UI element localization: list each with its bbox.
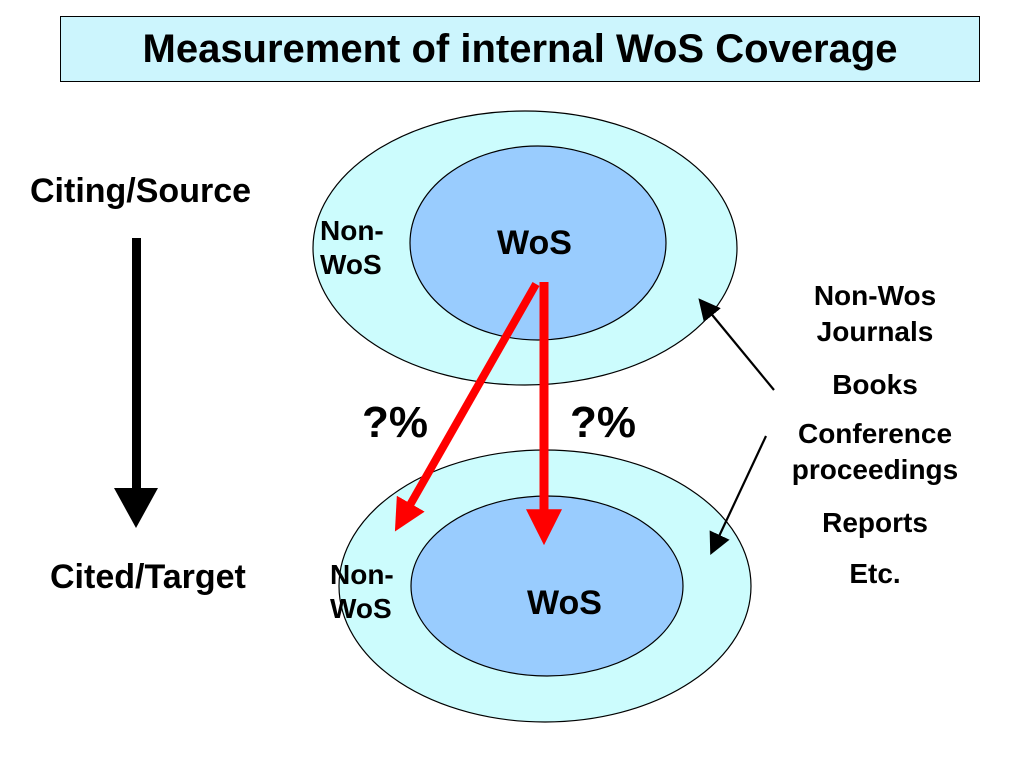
cited-target-label: Cited/Target — [50, 558, 246, 596]
target-non-wos-label: Non- WoS — [330, 558, 394, 626]
source-non-wos-label: Non- WoS — [320, 214, 384, 282]
title-box: Measurement of internal WoS Coverage — [60, 16, 980, 82]
source-non-wos-line1: Non- — [320, 215, 384, 246]
non-wos-examples-list: Non-Wos Journals Books Conference procee… — [770, 278, 980, 594]
flow-arrow-shaft — [132, 238, 141, 490]
example-conference-proceedings: Conference proceedings — [791, 418, 959, 485]
source-non-wos-line2: WoS — [320, 249, 382, 280]
source-inner-set — [409, 145, 667, 341]
citing-source-label: Citing/Source — [30, 172, 252, 210]
slide-title: Measurement of internal WoS Coverage — [142, 26, 898, 71]
pointer-to-source-non-wos — [698, 298, 775, 391]
example-non-wos-journals: Non-Wos Journals — [813, 280, 937, 347]
source-wos-label: WoS — [497, 224, 572, 262]
target-wos-label: WoS — [527, 584, 602, 622]
coverage-wos-pct: ?% — [570, 398, 636, 447]
flow-arrow-head — [114, 488, 158, 528]
pointer-to-target-non-wos — [709, 435, 767, 555]
coverage-non-wos-pct: ?% — [362, 398, 428, 447]
coverage-arrow-to-non-wos — [394, 282, 540, 532]
example-etc: Etc. — [849, 558, 901, 589]
target-non-wos-line2: WoS — [330, 593, 392, 624]
example-books: Books — [832, 369, 918, 400]
target-non-wos-line1: Non- — [330, 559, 394, 590]
example-reports: Reports — [822, 507, 928, 538]
